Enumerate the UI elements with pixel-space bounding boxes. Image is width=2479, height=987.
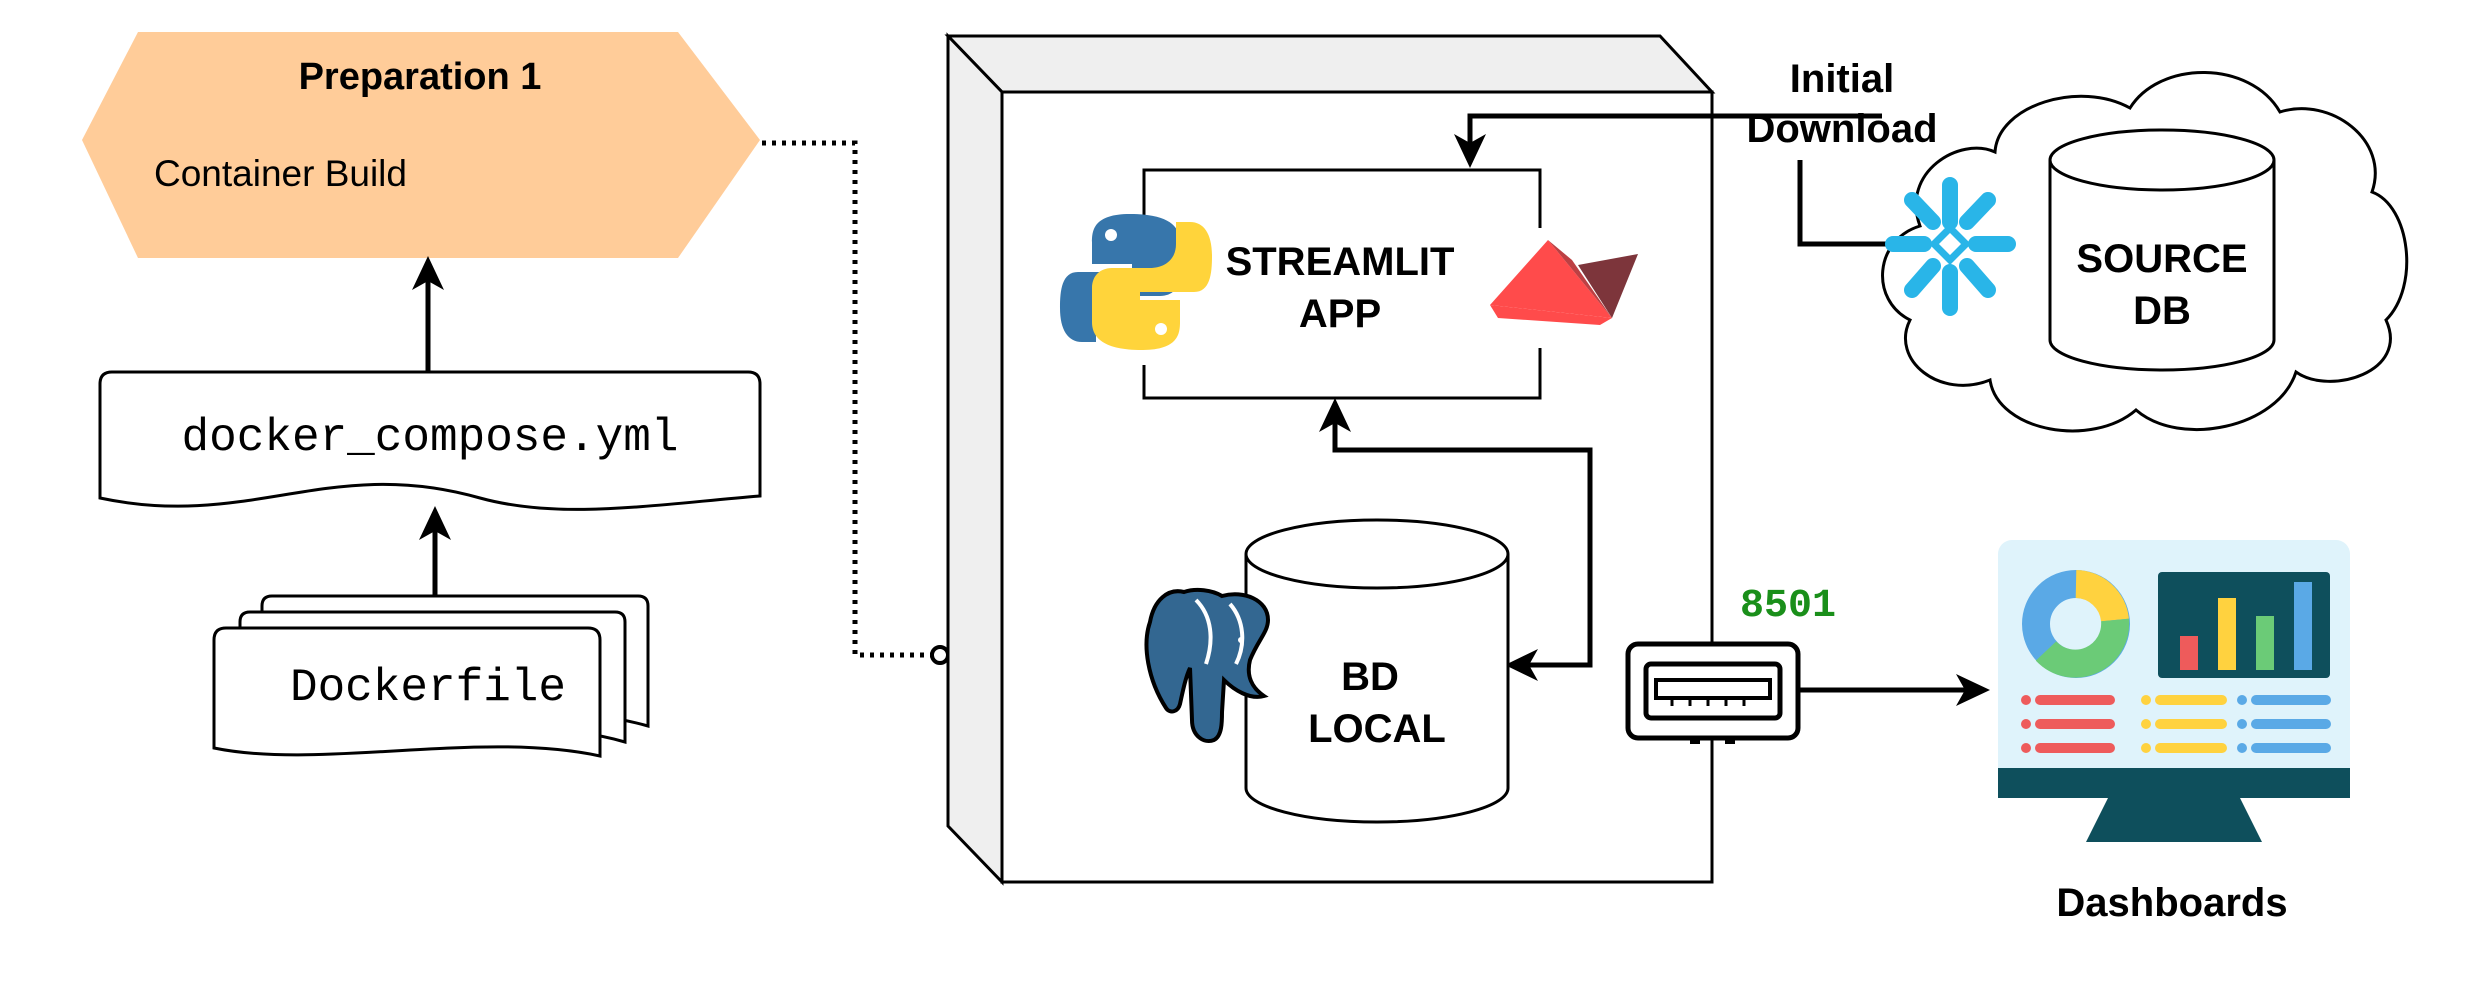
source-db-label-line1: SOURCE <box>2076 237 2247 281</box>
port-icon[interactable] <box>1625 641 1801 744</box>
docker-compose-label: docker_compose.yml <box>182 412 679 464</box>
dockerfile-stack[interactable]: Dockerfile <box>212 594 650 758</box>
db-app-link <box>1332 415 1593 668</box>
snowflake-icon <box>1885 177 2016 316</box>
docker-compose-file[interactable]: docker_compose.yml <box>98 370 762 511</box>
dockerfile-label: Dockerfile <box>290 662 566 714</box>
port-label: 8501 <box>1740 584 1836 629</box>
python-icon <box>1060 214 1212 350</box>
preparation-box[interactable]: Preparation 1 Container Build <box>82 32 760 258</box>
dotted-link-end <box>930 645 950 665</box>
dashboard-monitor-icon[interactable] <box>1998 540 2350 842</box>
dashboards-label: Dashboards <box>2056 881 2287 925</box>
local-db-label-line2: LOCAL <box>1308 707 1446 751</box>
source-cloud[interactable]: SOURCE DB <box>1881 71 2409 433</box>
preparation-title: Preparation 1 <box>299 56 542 98</box>
streamlit-app-label-line1: STREAMLIT <box>1226 240 1455 284</box>
source-to-app-arrow <box>1467 113 1882 152</box>
prep-to-container-dotted-link <box>762 140 933 658</box>
streamlit-icon <box>1490 240 1638 325</box>
postgres-icon <box>1144 587 1271 743</box>
source-db-label-line2: DB <box>2133 289 2191 333</box>
initial-download-line1: Initial <box>1790 57 1894 101</box>
snowflake-connector <box>1797 160 1895 247</box>
local-db-cylinder[interactable]: BD LOCAL <box>1244 518 1510 824</box>
streamlit-app-label-line2: APP <box>1299 292 1381 336</box>
preparation-subtitle: Container Build <box>154 153 407 194</box>
local-db-label-line1: BD <box>1341 655 1399 699</box>
